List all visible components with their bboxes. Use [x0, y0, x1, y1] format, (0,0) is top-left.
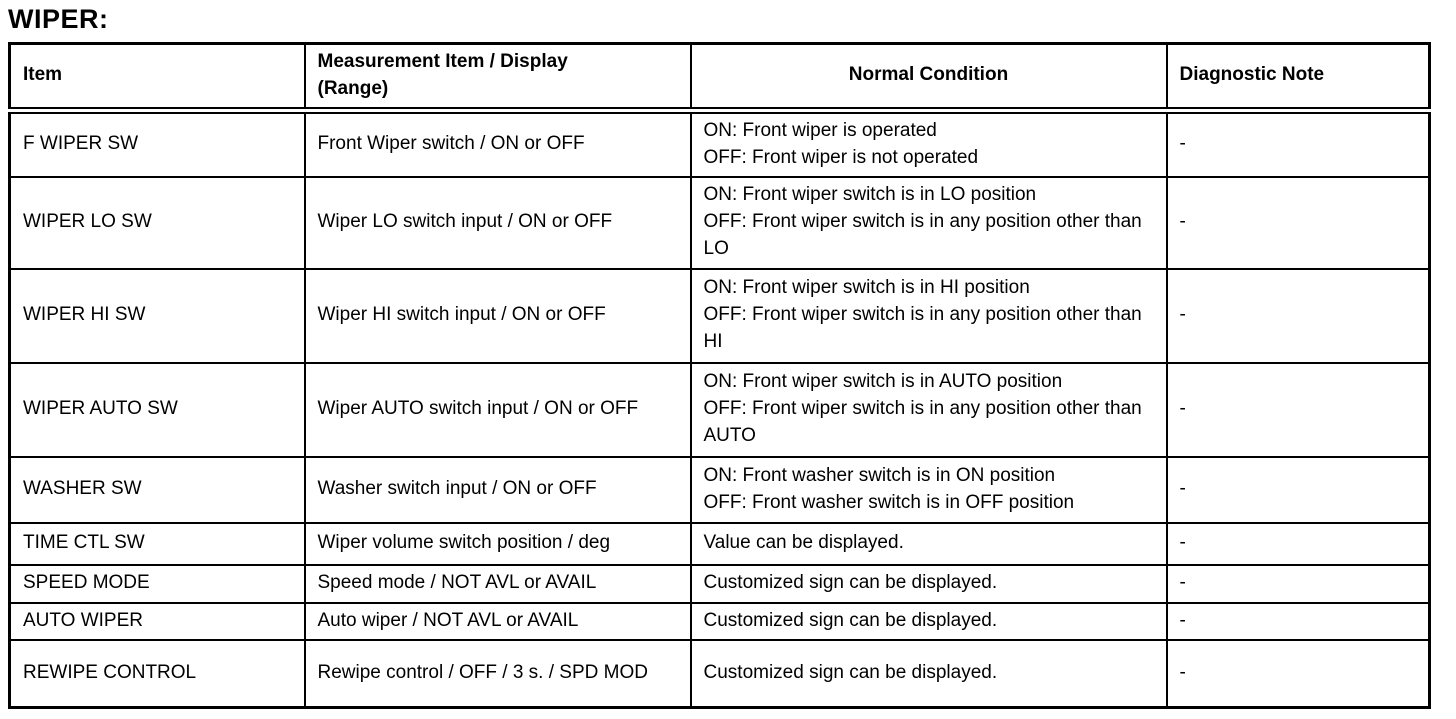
- normal-condition-cell: Customized sign can be displayed.: [689, 638, 1168, 709]
- measurement-cell: Wiper LO switch input / ON or OFF: [303, 175, 692, 270]
- measurement-cell: Wiper volume switch position / deg: [303, 521, 692, 566]
- diagnostic-note-cell: -: [1165, 267, 1431, 364]
- measurement-cell: Rewipe control / OFF / 3 s. / SPD MOD: [303, 638, 692, 709]
- normal-condition-cell: Customized sign can be displayed.: [689, 601, 1168, 641]
- item-cell: REWIPE CONTROL: [8, 638, 306, 709]
- diagnostic-note-cell: -: [1165, 361, 1431, 458]
- measurement-cell: Wiper HI switch input / ON or OFF: [303, 267, 692, 364]
- normal-condition-cell: Value can be displayed.: [689, 521, 1168, 566]
- item-cell: TIME CTL SW: [8, 521, 306, 566]
- measurement-cell: Speed mode / NOT AVL or AVAIL: [303, 563, 692, 604]
- measurement-cell: Front Wiper switch / ON or OFF: [303, 109, 692, 178]
- item-cell: WIPER HI SW: [8, 267, 306, 364]
- diagnostic-note-cell: -: [1165, 601, 1431, 641]
- measurement-cell: Wiper AUTO switch input / ON or OFF: [303, 361, 692, 458]
- item-cell: WASHER SW: [8, 455, 306, 524]
- header-diagnostic-note: Diagnostic Note: [1165, 42, 1431, 114]
- header-normal-condition: Normal Condition: [689, 42, 1168, 114]
- page-title: WIPER:: [8, 4, 109, 34]
- header-measurement: Measurement Item / Display (Range): [303, 42, 692, 114]
- normal-condition-cell: Customized sign can be displayed.: [689, 563, 1168, 604]
- measurement-cell: Auto wiper / NOT AVL or AVAIL: [303, 601, 692, 641]
- diagnostic-note-cell: -: [1165, 563, 1431, 604]
- diagnostic-note-cell: -: [1165, 521, 1431, 566]
- measurement-cell: Washer switch input / ON or OFF: [303, 455, 692, 524]
- normal-condition-cell: ON: Front wiper switch is in HI position…: [689, 267, 1168, 364]
- diagnostic-note-cell: -: [1165, 638, 1431, 709]
- normal-condition-cell: ON: Front wiper switch is in AUTO positi…: [689, 361, 1168, 458]
- normal-condition-cell: ON: Front washer switch is in ON positio…: [689, 455, 1168, 524]
- normal-condition-cell: ON: Front wiper is operated OFF: Front w…: [689, 109, 1168, 178]
- item-cell: F WIPER SW: [8, 109, 306, 178]
- diagnostic-note-cell: -: [1165, 455, 1431, 524]
- item-cell: AUTO WIPER: [8, 601, 306, 641]
- normal-condition-cell: ON: Front wiper switch is in LO position…: [689, 175, 1168, 270]
- item-cell: WIPER AUTO SW: [8, 361, 306, 458]
- diagnostic-note-cell: -: [1165, 175, 1431, 270]
- diagnostic-note-cell: -: [1165, 109, 1431, 178]
- item-cell: SPEED MODE: [8, 563, 306, 604]
- item-cell: WIPER LO SW: [8, 175, 306, 270]
- header-item: Item: [8, 42, 306, 114]
